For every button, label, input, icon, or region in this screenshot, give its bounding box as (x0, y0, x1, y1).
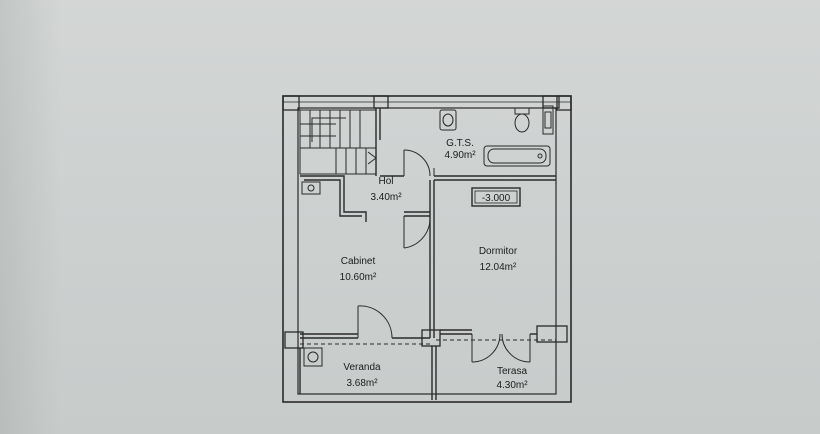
room-area-cabinet: 10.60m² (340, 272, 377, 283)
terasa-dashed-line (300, 339, 556, 345)
door-gts-swing (403, 149, 431, 177)
bathtub-inner (487, 148, 547, 164)
interior-walls (299, 108, 556, 400)
room-area-dormitor: 12.04m² (480, 262, 517, 273)
outer-wall-outline (282, 95, 572, 403)
column-top-left (282, 95, 300, 111)
stair-frame (299, 109, 377, 175)
outer-walls (282, 95, 572, 403)
room-name-cabinet: Cabinet (341, 256, 376, 267)
stair-arrow-head (367, 151, 377, 165)
elevation-marker-outer (471, 187, 521, 207)
washer-drum (307, 351, 319, 363)
elevation-marker-text: -3.000 (482, 193, 511, 204)
stair-arrow-line (311, 117, 346, 142)
door-terasa-swing-left (471, 333, 501, 363)
elevation-marker: -3.000 (471, 187, 521, 207)
doors (357, 149, 531, 363)
door-veranda-swing (357, 305, 393, 339)
washer-icon (303, 347, 323, 367)
column-bottom-left (284, 331, 304, 349)
elevation-marker-inner (474, 190, 518, 204)
sink-basin (442, 113, 454, 127)
columns (282, 95, 572, 349)
room-name-dormitor: Dormitor (479, 246, 518, 257)
room-name-terasa: Terasa (497, 366, 527, 377)
hol-sink-basin (307, 184, 315, 192)
wall-hol-left-inner (304, 179, 362, 217)
column-top-right-a (542, 95, 560, 109)
paper-shadow (0, 0, 60, 434)
wall-hol-left (300, 175, 367, 222)
bathtub-icon (483, 145, 551, 167)
bathtub-drain (537, 153, 543, 159)
bathroom-fixtures (301, 105, 554, 367)
bath-cabinet-inner (544, 111, 552, 129)
column-top-right (556, 95, 572, 111)
toilet-icon (514, 113, 530, 133)
room-name-hol: Hol (378, 176, 393, 187)
inner-wall-outline (297, 107, 557, 395)
room-area-hol: 3.40m² (370, 192, 402, 203)
staircase (299, 109, 377, 175)
column-top-mid (373, 95, 389, 109)
room-area-gts: 4.90m² (444, 150, 476, 161)
room-name-gts: G.T.S. (446, 138, 474, 149)
door-terasa-swing-right (501, 333, 531, 363)
toilet-tank (514, 107, 530, 115)
bath-cabinet (542, 105, 554, 135)
hol-sink-icon (301, 181, 321, 195)
room-name-veranda: Veranda (343, 362, 381, 373)
room-area-veranda: 3.68m² (346, 378, 378, 389)
door-cabinet-swing (403, 219, 431, 249)
room-area-terasa: 4.30m² (496, 380, 528, 391)
room-labels: G.T.S. 4.90m² Hol 3.40m² Cabinet 10.60m²… (340, 138, 529, 391)
sink-icon (439, 109, 457, 131)
